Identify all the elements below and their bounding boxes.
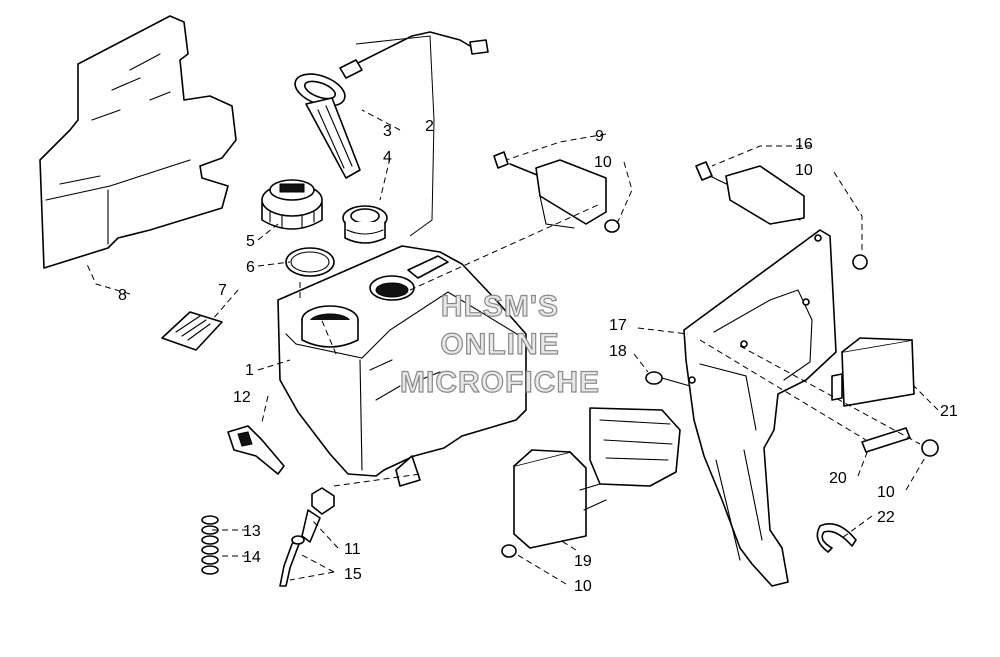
callout-4: 4: [383, 149, 392, 166]
strap-part-20: [861, 427, 911, 453]
callout-13: 13: [243, 523, 261, 540]
bracket-line-2: [355, 35, 435, 237]
mounting-bracket-part-9: [493, 151, 607, 229]
spring-part-14: [201, 515, 219, 575]
callout-10-c: 10: [877, 484, 895, 501]
callout-5: 5: [246, 233, 255, 250]
callout-21: 21: [940, 403, 958, 420]
callout-16: 16: [795, 136, 813, 153]
electronic-box-part-21: [831, 337, 915, 407]
watermark: HLSM'S ONLINE MICROFICHE: [399, 289, 600, 399]
fuel-gauge-part-3: [294, 31, 489, 179]
hose-part-13: [279, 535, 303, 587]
callout-14: 14: [243, 549, 261, 566]
callout-18: 18: [609, 343, 627, 360]
clamp-part-15: [291, 535, 305, 545]
nut-part-10b: [852, 254, 868, 270]
callout-8: 8: [118, 287, 127, 304]
nut-part-10d: [501, 544, 517, 558]
callout-9: 9: [595, 128, 604, 145]
nut-part-18: [645, 371, 691, 387]
watermark-line-1: HLSM'S: [441, 290, 559, 323]
callout-11: 11: [344, 541, 361, 558]
callout-22: 22: [877, 509, 895, 526]
clamp-part-22: [816, 523, 857, 553]
callout-10-b: 10: [795, 162, 813, 179]
fuel-cap-part-5: [261, 179, 323, 230]
watermark-line-2: ONLINE: [440, 328, 559, 361]
callout-20: 20: [829, 470, 847, 487]
callout-15: 15: [344, 566, 362, 583]
callout-10-a: 10: [594, 154, 612, 171]
decal-part-7: [161, 311, 223, 351]
callout-6: 6: [246, 259, 255, 276]
callout-1: 1: [245, 362, 254, 379]
callout-17: 17: [609, 317, 627, 334]
bolt-part-16: [695, 161, 805, 225]
callout-labels: 2 3 4 5 6 7 8 1 12 13 14 11 15 9 10 16 1…: [118, 118, 958, 595]
fuel-tank-part-1: [277, 245, 527, 487]
regulator-part-19: [513, 407, 681, 549]
callout-2: 2: [425, 118, 434, 135]
watermark-line-3: MICROFICHE: [400, 366, 600, 399]
callout-7: 7: [218, 282, 227, 299]
mounting-plate-part-17: [683, 229, 837, 587]
leader-lines: [85, 109, 939, 585]
fitting-part-11: [301, 487, 335, 543]
callout-19: 19: [574, 553, 592, 570]
callout-10-d: 10: [574, 578, 592, 595]
callout-12: 12: [233, 389, 251, 406]
callout-3: 3: [383, 123, 392, 140]
nut-part-10: [604, 219, 620, 233]
o-ring-part-6: [285, 247, 335, 277]
heat-shield-part-8: [39, 15, 237, 269]
nut-part-10c: [921, 439, 939, 457]
clip-part-12: [227, 425, 285, 475]
filler-neck-part-4: [342, 205, 388, 244]
